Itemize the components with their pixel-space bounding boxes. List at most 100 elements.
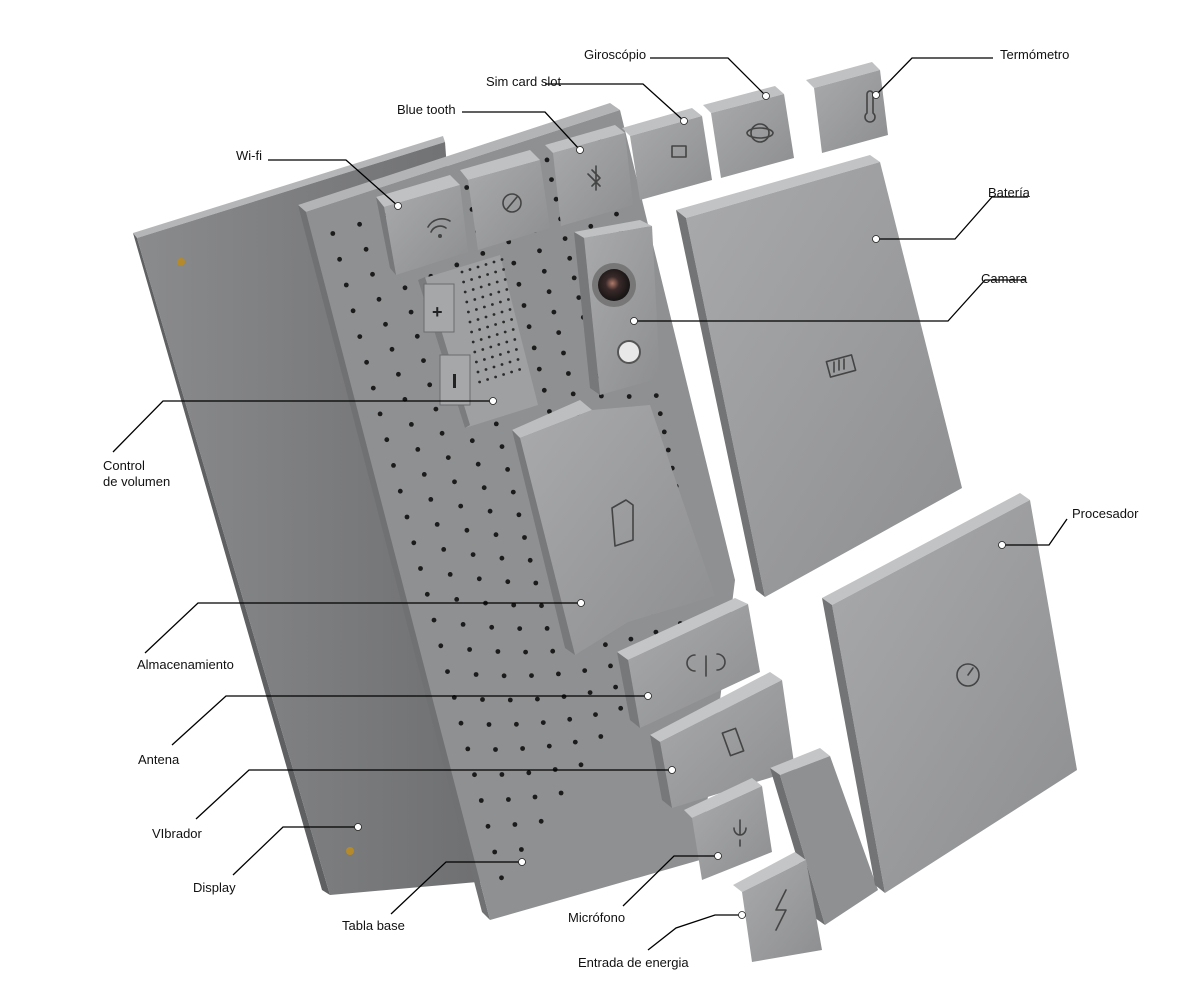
speaker-hole (510, 318, 513, 321)
board-hole (396, 371, 401, 377)
speaker-hole (463, 290, 467, 294)
speaker-hole (489, 345, 493, 349)
board-hole (532, 794, 538, 800)
board-hole (522, 535, 527, 540)
board-hole (404, 514, 410, 520)
board-hole (510, 489, 516, 495)
speaker-hole (500, 258, 504, 261)
board-hole (499, 772, 505, 777)
speaker-hole (473, 298, 477, 301)
board-hole (523, 649, 528, 655)
module-volume-control: + (418, 255, 538, 428)
speaker-hole (491, 355, 494, 359)
board-hole (551, 309, 557, 315)
vibration-icon (721, 727, 745, 757)
board-hole (473, 672, 479, 677)
board-hole (458, 720, 464, 726)
wifi-icon (427, 218, 451, 238)
board-hole (411, 540, 417, 546)
board-hole (384, 437, 390, 443)
board-hole (418, 566, 423, 571)
speaker-hole (476, 265, 480, 269)
board-hole (561, 350, 566, 356)
board-hole (549, 177, 554, 183)
board-hole (587, 690, 593, 695)
speaker-hole (487, 335, 491, 339)
volume-up-key (423, 283, 455, 333)
board-hole (409, 422, 414, 427)
board-hole (454, 262, 460, 268)
board-hole (458, 503, 464, 509)
module-wifi (376, 175, 468, 275)
board-hole (501, 673, 507, 679)
board-hole (493, 532, 499, 538)
board-hole (613, 684, 618, 690)
board-hole (546, 289, 552, 295)
board-hole (511, 602, 517, 608)
board-hole (540, 720, 546, 725)
board-hole (493, 747, 498, 752)
board-hole (533, 580, 539, 586)
board-hole (424, 591, 430, 597)
board-hole (467, 647, 472, 652)
board-hole (556, 330, 562, 335)
speaker-hole (479, 285, 483, 289)
board-hole (376, 296, 382, 302)
board-hole (445, 455, 451, 460)
speaker-hole (486, 273, 489, 276)
speaker-hole (465, 300, 469, 304)
board-hole (408, 309, 414, 315)
board-hole (558, 790, 564, 796)
board-hole (520, 746, 525, 751)
board-hole (475, 461, 481, 467)
speaker-hole (497, 290, 501, 294)
label-microfono: Micrófono (568, 910, 626, 925)
speaker-hole (492, 260, 496, 264)
speaker-hole (470, 330, 473, 334)
speaker-hole (481, 348, 485, 351)
module-thermometer (806, 62, 888, 153)
board-hole (519, 847, 524, 852)
speaker-hole (507, 350, 510, 354)
label-vibrador: VIbrador (152, 826, 202, 841)
board-hole (389, 346, 395, 352)
label-antena: Antena (138, 752, 180, 767)
board-hole (397, 488, 403, 494)
board-hole (363, 246, 369, 252)
label-bluetooth: Blue tooth (397, 102, 456, 117)
thermometer-icon (864, 90, 876, 123)
svg-text:+: + (432, 302, 443, 322)
board-hole (526, 770, 532, 776)
speaker-hole (479, 338, 483, 341)
board-hole (454, 597, 460, 602)
board-hole (486, 722, 492, 727)
label-procesador: Procesador (1072, 506, 1139, 521)
board-hole (539, 603, 544, 609)
board-hole (507, 697, 513, 703)
speaker-hole (508, 308, 512, 311)
board-hole (665, 447, 671, 453)
processor-icon (956, 663, 980, 687)
board-hole (370, 385, 376, 391)
board-hole (472, 772, 477, 778)
board-hole (364, 359, 369, 365)
speaker-hole (467, 310, 470, 314)
board-hole (593, 712, 598, 717)
speaker-hole (475, 308, 478, 311)
board-hole (571, 275, 577, 281)
speaker-hole (508, 360, 512, 364)
board-hole (415, 447, 421, 452)
module-power-input (733, 852, 822, 962)
speaker-hole (478, 328, 481, 331)
board-hole (544, 626, 550, 631)
board-hole (433, 406, 439, 412)
speaker-hole (483, 358, 486, 361)
board-hole (531, 345, 537, 351)
speaker-grille (460, 258, 521, 384)
board-hole (516, 281, 522, 287)
board-hole (427, 382, 433, 388)
speaker-hole (510, 370, 513, 374)
speaker-hole (507, 298, 510, 301)
speaker-hole (502, 268, 505, 271)
board-hole (330, 231, 336, 236)
